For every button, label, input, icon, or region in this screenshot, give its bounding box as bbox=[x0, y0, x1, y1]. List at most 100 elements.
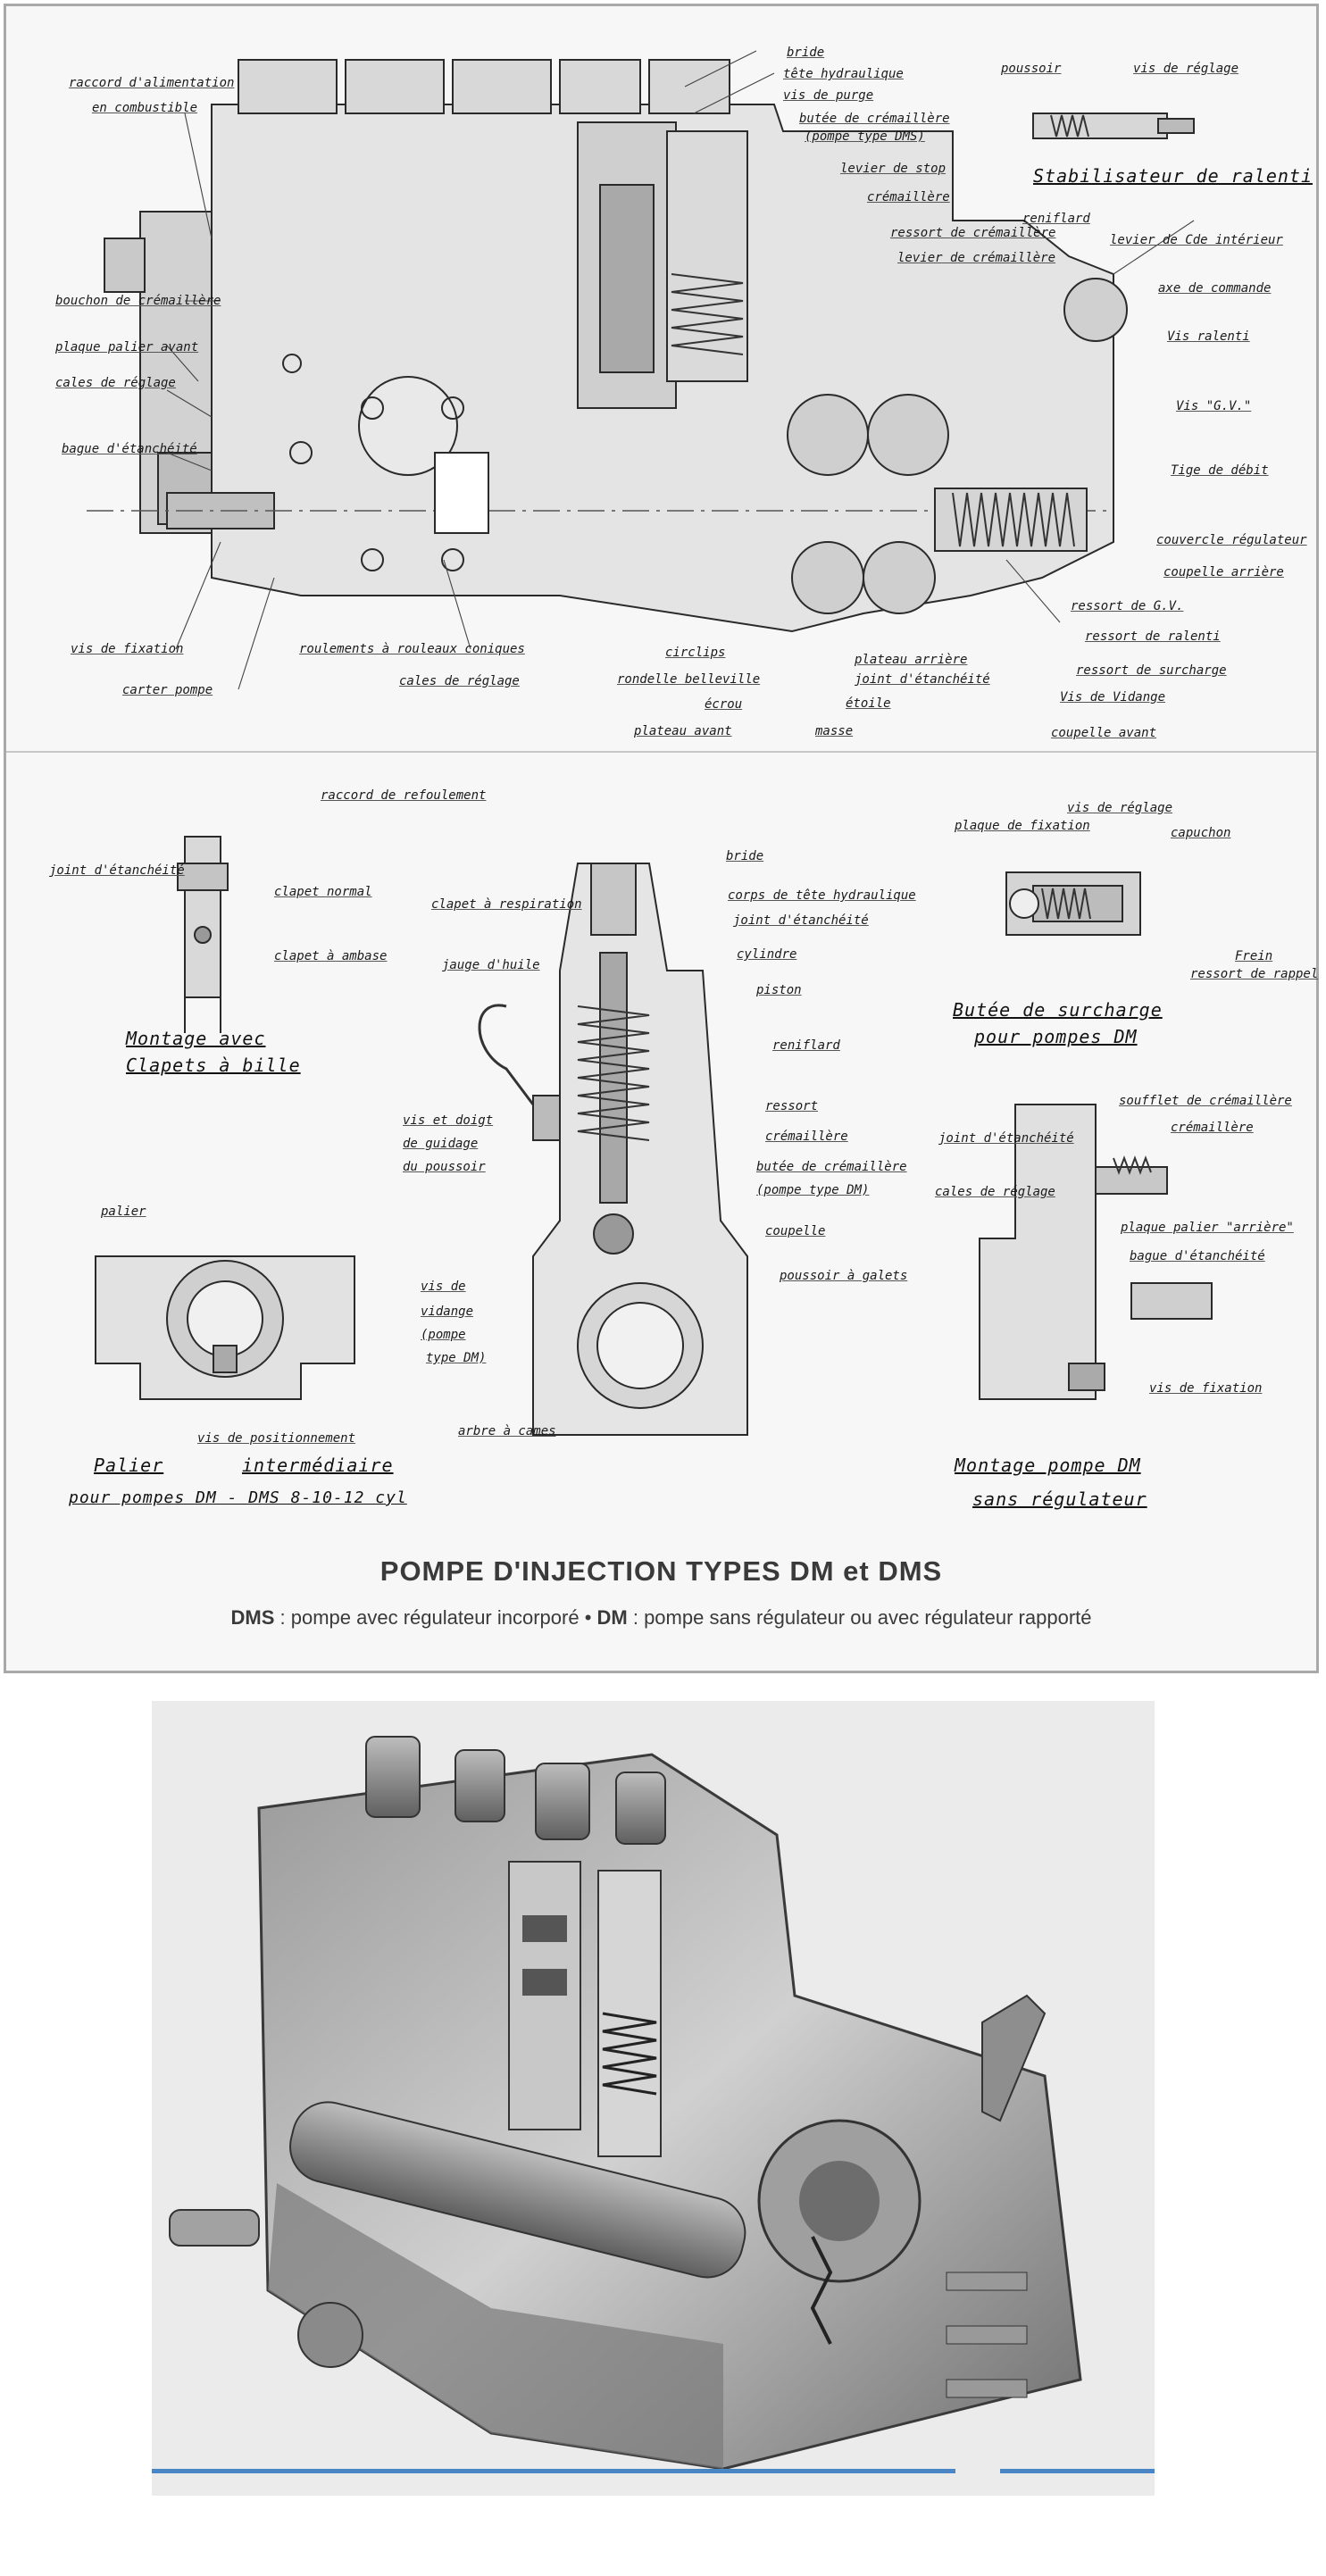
label-plaque-palier-arriere: plaque palier "arrière" bbox=[1121, 1221, 1294, 1235]
pump-element-section bbox=[478, 863, 748, 1436]
label-plaque-fixation: plaque de fixation bbox=[955, 819, 1090, 833]
label-ressort-cremaillere: ressort de crémaillère bbox=[890, 226, 1056, 240]
label-en-combustible: en combustible bbox=[92, 101, 198, 115]
label-reniflard: reniflard bbox=[1022, 212, 1090, 226]
label-clapet-respiration: clapet à respiration bbox=[431, 897, 582, 912]
label-axe-commande: axe de commande bbox=[1158, 281, 1272, 296]
pump-body-section bbox=[87, 59, 1128, 633]
label-clapet-normal: clapet normal bbox=[274, 885, 372, 899]
label-plateau-avant: plateau avant bbox=[634, 724, 732, 738]
label-frein: Frein bbox=[1235, 949, 1273, 963]
caption-montage-avec: Montage avec bbox=[126, 1028, 266, 1049]
label-vidange: vidange bbox=[421, 1305, 474, 1319]
label-rondelle-belleville: rondelle belleville bbox=[617, 672, 761, 687]
label-reniflard-bottom: reniflard bbox=[772, 1038, 840, 1053]
label-vis-doigt: vis et doigt bbox=[403, 1113, 494, 1128]
label-joint-etancheite-clapet: joint d'étanchéité bbox=[49, 863, 185, 878]
label-joint-etancheite-tete: joint d'étanchéité bbox=[733, 913, 869, 928]
intermediate-bearing bbox=[95, 1255, 355, 1400]
label-ressort-gv: ressort de G.V. bbox=[1071, 599, 1184, 613]
label-vis-vidange: Vis de Vidange bbox=[1060, 690, 1166, 704]
label-ecrou: écrou bbox=[705, 697, 743, 712]
caption-clapets-bille: Clapets à bille bbox=[126, 1055, 301, 1076]
label-roulements: roulements à rouleaux coniques bbox=[299, 642, 525, 656]
label-vis-reglage: vis de réglage bbox=[1133, 62, 1239, 76]
label-masse: masse bbox=[815, 724, 854, 738]
caption-sans-regulateur: sans régulateur bbox=[972, 1488, 1147, 1510]
label-vis-de: vis de bbox=[421, 1280, 466, 1294]
label-etoile: étoile bbox=[846, 696, 891, 711]
label-cales-reglage-dm: cales de réglage bbox=[935, 1185, 1055, 1199]
label-vis-fixation-dm: vis de fixation bbox=[1149, 1381, 1263, 1396]
label-pompe-type-dm: (pompe type DM) bbox=[756, 1183, 870, 1197]
caption-pour-pompes-dm: pour pompes DM bbox=[974, 1026, 1138, 1047]
label-circlips: circlips bbox=[665, 646, 726, 660]
label-cremaillere-bottom: crémaillère bbox=[765, 1130, 848, 1144]
label-joint-etancheite-dm: joint d'étanchéité bbox=[938, 1131, 1074, 1146]
label-soufflet-cremaillere: soufflet de crémaillère bbox=[1119, 1094, 1292, 1108]
label-ressort: ressort bbox=[765, 1099, 819, 1113]
label-raccord-refoulement: raccord de refoulement bbox=[321, 788, 487, 803]
dm-description: : pompe sans régulateur ou avec régulate… bbox=[627, 1606, 1092, 1629]
caption-montage-pompe-dm: Montage pompe DM bbox=[955, 1455, 1141, 1476]
dms-description: : pompe avec régulateur incorporé • bbox=[274, 1606, 597, 1629]
dm-code: DM bbox=[596, 1606, 628, 1629]
label-capuchon: capuchon bbox=[1171, 826, 1231, 840]
label-vis-purge: vis de purge bbox=[783, 88, 874, 103]
label-vis-positionnement: vis de positionnement bbox=[197, 1431, 356, 1446]
overload-stop-detail bbox=[1005, 871, 1141, 936]
label-tige-debit: Tige de débit bbox=[1171, 463, 1269, 478]
label-cales-reglage: cales de réglage bbox=[55, 376, 176, 390]
label-joint-etancheite: joint d'étanchéité bbox=[855, 672, 990, 687]
caption-butee-surcharge: Butée de surcharge bbox=[953, 999, 1163, 1021]
cutaway-photograph bbox=[152, 1701, 1155, 2496]
blue-rule-right bbox=[1000, 2469, 1155, 2473]
blue-rule-left bbox=[152, 2469, 955, 2473]
label-vis-ralenti: Vis ralenti bbox=[1167, 329, 1250, 344]
label-du-poussoir: du poussoir bbox=[403, 1160, 486, 1174]
stabilizer-detail bbox=[1032, 113, 1195, 139]
label-jauge-huile: jauge d'huile bbox=[442, 958, 540, 972]
label-bride: bride bbox=[787, 46, 825, 60]
caption-pour-pompes-dm-dms: pour pompes DM - DMS 8-10-12 cyl bbox=[69, 1488, 407, 1507]
label-piston: piston bbox=[756, 983, 802, 997]
label-carter-pompe: carter pompe bbox=[122, 683, 213, 697]
label-butee-cremaillere-dm: butée de crémaillère bbox=[756, 1160, 907, 1174]
page-fold bbox=[6, 751, 1316, 753]
label-coupelle-bottom: coupelle bbox=[765, 1224, 826, 1238]
label-ressort-ralenti: ressort de ralenti bbox=[1085, 629, 1221, 644]
label-raccord-alimentation: raccord d'alimentation bbox=[69, 76, 235, 90]
label-butee-cremaillere: butée de crémaillère bbox=[799, 112, 950, 126]
label-bague-etancheite: bague d'étanchéité bbox=[62, 442, 197, 456]
technical-sheet: raccord d'alimentation en combustible bo… bbox=[4, 4, 1319, 1673]
label-pompe-type-dms: (pompe type DMS) bbox=[805, 129, 925, 144]
page-title: POMPE D'INJECTION TYPES DM et DMS bbox=[379, 1555, 943, 1587]
label-pompe-paren: (pompe bbox=[421, 1328, 466, 1342]
label-vis-gv: Vis "G.V." bbox=[1176, 399, 1252, 413]
caption-stabilisateur: Stabilisateur de ralenti bbox=[1033, 165, 1313, 187]
label-vis-reglage-bottom: vis de réglage bbox=[1067, 801, 1173, 815]
label-type-dm: type DM) bbox=[426, 1351, 487, 1365]
label-tete-hydraulique: tête hydraulique bbox=[783, 67, 904, 81]
caption-intermediaire: intermédiaire bbox=[242, 1455, 394, 1476]
label-couvercle-regulateur: couvercle régulateur bbox=[1156, 533, 1307, 547]
label-de-guidage: de guidage bbox=[403, 1137, 479, 1151]
label-bouchon-cremaillere: bouchon de crémaillère bbox=[55, 294, 221, 308]
page-subtitle: DMS : pompe avec régulateur incorporé • … bbox=[6, 1606, 1316, 1630]
label-plaque-palier-avant: plaque palier avant bbox=[55, 340, 199, 354]
label-vis-fixation: vis de fixation bbox=[71, 642, 184, 656]
label-ressort-rappel: ressort de rappel bbox=[1190, 967, 1319, 981]
label-palier: palier bbox=[101, 1205, 146, 1219]
label-poussoir: poussoir bbox=[1001, 62, 1062, 76]
label-cremaillere-dm: crémaillère bbox=[1171, 1121, 1254, 1135]
label-coupelle-arriere: coupelle arrière bbox=[1163, 565, 1284, 579]
label-bride-bottom: bride bbox=[726, 849, 764, 863]
cutaway-illustration bbox=[169, 1736, 1082, 2471]
label-ressort-surcharge: ressort de surcharge bbox=[1076, 663, 1227, 678]
label-poussoir-galets: poussoir à galets bbox=[780, 1269, 908, 1283]
label-clapet-ambase: clapet à ambase bbox=[274, 949, 388, 963]
label-coupelle-avant: coupelle avant bbox=[1051, 726, 1157, 740]
label-levier-stop: levier de stop bbox=[840, 162, 947, 176]
label-cylindre: cylindre bbox=[737, 947, 797, 962]
label-levier-cremaillere: levier de crémaillère bbox=[897, 251, 1056, 265]
